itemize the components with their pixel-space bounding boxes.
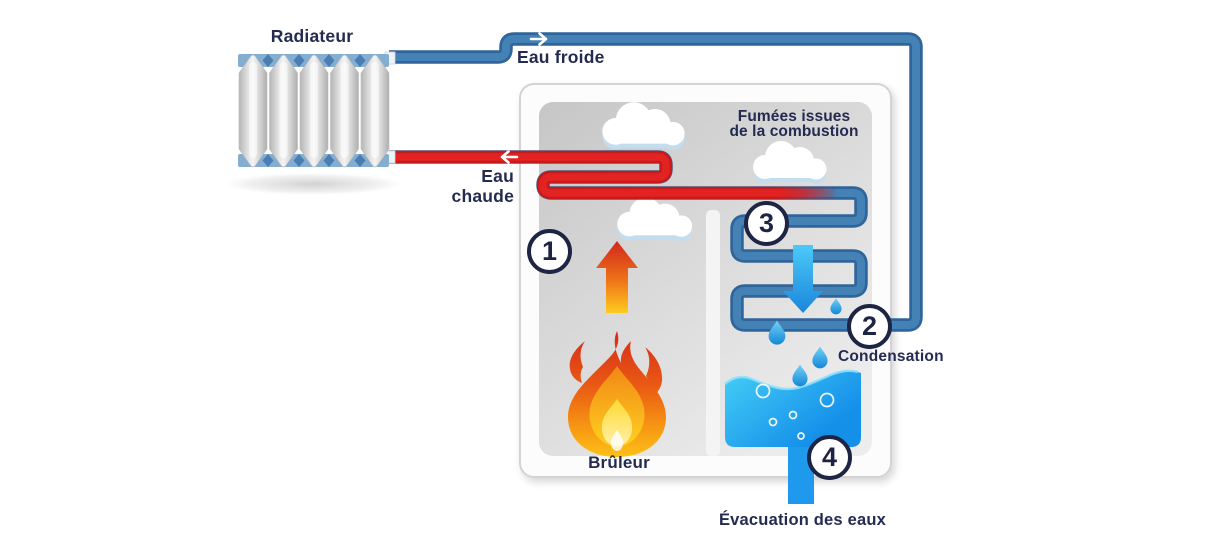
hot-water-pipe [389,150,836,200]
burner-label: Brûleur [588,453,650,472]
heat-up-arrow-icon [596,241,638,313]
step-badge-4: 4 [807,435,852,480]
flame-icon [568,331,666,457]
step-badge-3: 3 [744,201,789,246]
combustion-fumes-label: Fumées issues de la combustion [708,108,880,140]
condensation-label: Condensation [838,348,944,365]
water-tank-icon [724,369,861,504]
fumes-line-2: de la combustion [729,123,859,140]
fumes-line-1: Fumées issues [737,108,851,125]
chamber-divider [706,210,720,456]
cold-water-label: Eau froide [517,47,605,67]
tank-bubbles [755,383,835,440]
step-badge-1: 1 [527,229,572,274]
hot-water-line-2: chaude [451,185,514,206]
radiator-label: Radiateur [270,26,354,46]
flow-right-arrow-icon [529,32,548,46]
radiator-shadow [225,173,401,195]
step-badge-2: 2 [847,304,892,349]
flow-left-arrow-icon [500,150,519,164]
fumes-down-arrow-icon [783,245,823,313]
hot-water-label: Eau chaude [408,166,514,206]
hot-water-line-1: Eau [481,166,514,186]
water-evacuation-label: Évacuation des eaux [718,511,887,529]
radiator-icon [238,51,396,168]
